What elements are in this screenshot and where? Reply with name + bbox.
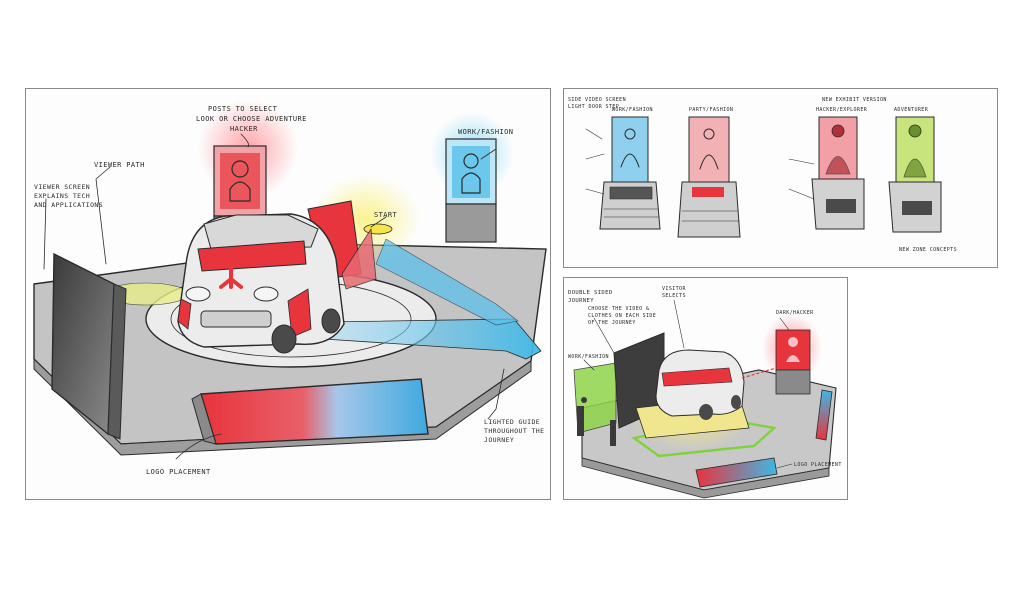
kiosk-adventurer	[888, 116, 942, 233]
note-booth-choose-3: OF THE JOURNEY	[588, 320, 636, 326]
note-booth-double-2: JOURNEY	[568, 298, 594, 304]
note-kiosk-top-left-2: LIGHT DOOR STEP	[568, 104, 619, 110]
note-booth-hacker: DARK/HACKER	[776, 310, 814, 316]
note-posts-2: LOOK OR CHOOSE ADVENTURE	[196, 115, 307, 123]
note-kiosk-work: WORK/FASHION	[612, 107, 653, 113]
booth-sketch-canvas: DOUBLE SIDED JOURNEY VISITOR SELECTS CHO…	[568, 286, 842, 499]
note-viewer-screen-2: EXPLAINS TECH	[34, 192, 90, 200]
booth-logo-bar	[695, 457, 778, 488]
note-booth-visitor-2: SELECTS	[662, 293, 686, 299]
note-lighted-guide-2: THROUGHOUT THE	[484, 427, 544, 435]
booth-red-post	[775, 329, 811, 371]
note-booth-visitor-1: VISITOR	[662, 286, 686, 292]
note-posts-1: POSTS TO SELECT	[208, 105, 278, 113]
note-kiosk-top-left-1: SIDE VIDEO SCREEN	[568, 97, 626, 103]
kiosk-concepts-sketch: SIDE VIDEO SCREEN LIGHT DOOR STEP WORK/F…	[563, 88, 998, 268]
kiosk-blue	[599, 116, 661, 230]
note-booth-logo: LOGO PLACEMENT	[794, 462, 842, 468]
note-logo-placement: LOGO PLACEMENT	[146, 468, 211, 476]
note-kiosk-bottom-right: NEW ZONE CONCEPTS	[899, 247, 957, 253]
car-red-banner	[197, 240, 307, 272]
kiosk-sketch-canvas: SIDE VIDEO SCREEN LIGHT DOOR STEP WORK/F…	[568, 97, 957, 253]
note-kiosk-hacker: HACKER/EXPLORER	[816, 107, 868, 113]
kiosk-red	[677, 116, 741, 238]
note-kiosk-new: NEW EXHIBIT VERSION	[822, 97, 887, 103]
note-viewer-screen-1: VIEWER SCREEN	[34, 183, 90, 191]
note-viewer-screen-3: AND APPLICATIONS	[34, 201, 103, 209]
note-kiosk-party: PARTY/FASHION	[689, 107, 733, 113]
main-sketch-canvas: POSTS TO SELECT LOOK OR CHOOSE ADVENTURE…	[33, 99, 547, 476]
booth-concept-sketch: DOUBLE SIDED JOURNEY VISITOR SELECTS CHO…	[563, 277, 848, 500]
note-work-fashion: WORK/FASHION	[458, 128, 513, 136]
note-viewer-path: VIEWER PATH	[94, 161, 145, 169]
note-booth-choose-2: CLOTHES ON EACH SIDE	[588, 313, 656, 319]
note-kiosk-adventurer: ADVENTURER	[894, 107, 929, 113]
smart-car	[177, 213, 345, 354]
viewer-screen	[51, 252, 115, 436]
main-exhibit-sketch: POSTS TO SELECT LOOK OR CHOOSE ADVENTURE…	[25, 88, 551, 500]
note-lighted-guide-1: LIGHTED GUIDE	[484, 418, 540, 426]
kiosk-hacker	[811, 116, 865, 230]
note-posts-3: HACKER	[230, 125, 258, 133]
note-start: START	[374, 211, 397, 219]
note-booth-double-1: DOUBLE SIDED	[568, 290, 613, 296]
note-lighted-guide-3: JOURNEY	[484, 436, 514, 444]
booth-car	[655, 349, 745, 420]
note-booth-work: WORK/FASHION	[568, 354, 609, 360]
note-booth-choose-1: CHOOSE THE VIDEO &	[588, 306, 649, 312]
